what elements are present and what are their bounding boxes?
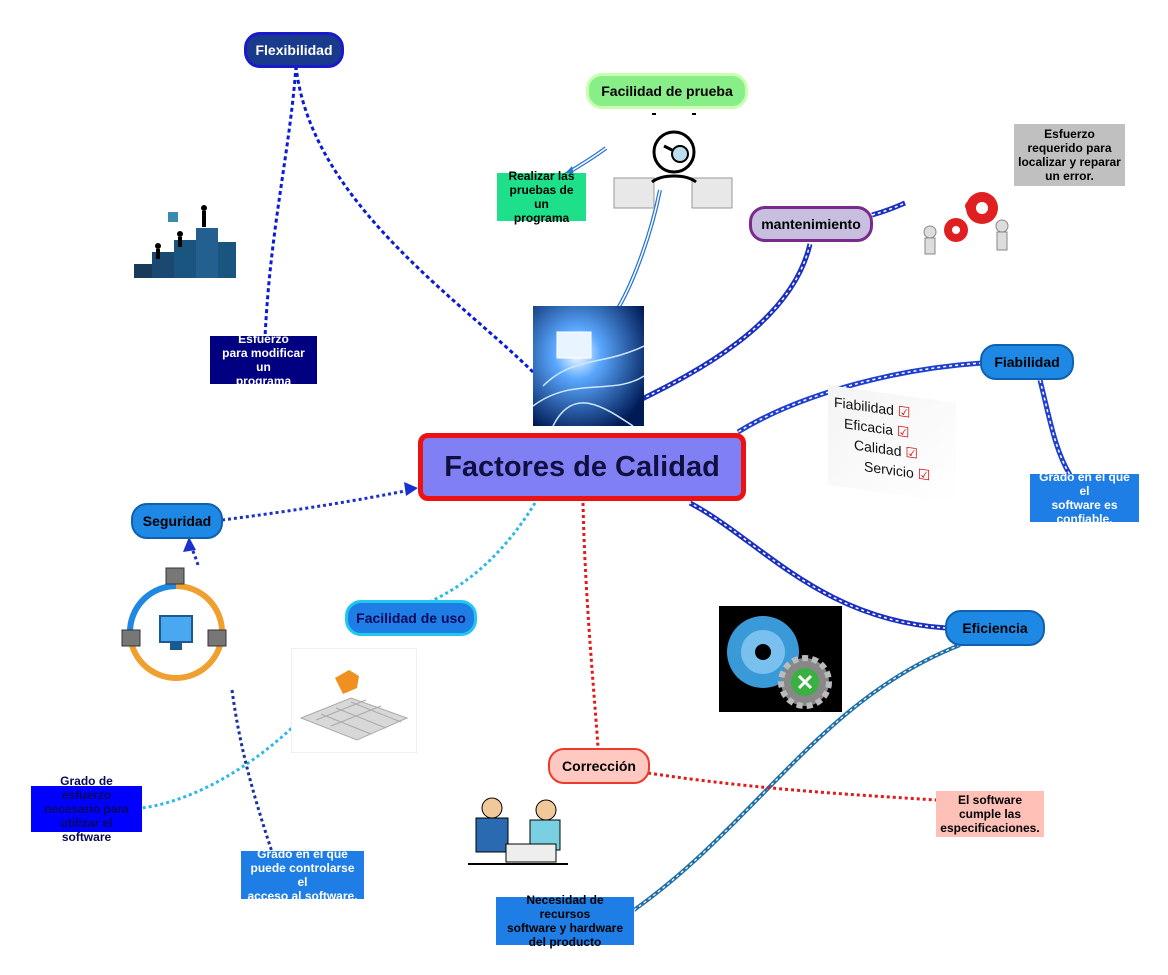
computer-lightrays-icon xyxy=(533,306,644,426)
checkmark-icon: ☑ xyxy=(897,402,911,421)
checklist-panel: Fiabilidad ☑ Eficacia ☑ Calidad ☑ Servic… xyxy=(828,385,956,503)
checkmark-icon: ☑ xyxy=(917,465,931,484)
node-fiabilidad[interactable]: Fiabilidad xyxy=(980,344,1074,380)
node-facilidad-uso[interactable]: Facilidad de uso xyxy=(345,600,477,636)
disc-gear-icon xyxy=(719,606,842,712)
node-seguridad[interactable]: Seguridad xyxy=(131,503,223,539)
node-flexibilidad[interactable]: Flexibilidad xyxy=(244,32,344,68)
checkmark-icon: ☑ xyxy=(896,422,910,441)
teamwork-stairs-icon xyxy=(134,205,236,278)
node-mantenimiento[interactable]: mantenimiento xyxy=(749,206,873,242)
people-reviewing-icon xyxy=(468,797,568,865)
note-seguridad: Grado en el que puede controlarse el acc… xyxy=(241,847,364,903)
note-fiabilidad: Grado en el que el software es confiable… xyxy=(1030,470,1139,526)
central-topic[interactable]: Factores de Calidad xyxy=(418,433,746,501)
node-correccion[interactable]: Corrección xyxy=(548,748,650,784)
note-correccion: El software cumple las especificaciones. xyxy=(936,791,1044,837)
checkmark-icon: ☑ xyxy=(905,443,918,462)
secure-network-icon xyxy=(121,567,227,681)
gears-workers-icon xyxy=(923,192,1009,255)
puzzle-pieces-icon xyxy=(291,648,417,753)
node-eficiencia[interactable]: Eficiencia xyxy=(945,610,1045,646)
note-facilidad-prueba: Realizar las pruebas de un programa xyxy=(497,169,586,225)
note-mantenimiento: Esfuerzo requerido para localizar y repa… xyxy=(1014,124,1125,186)
note-facilidad-uso: Grado de esfuerzo necesario para utiliza… xyxy=(31,774,142,844)
note-eficiencia: Necesidad de recursos software y hardwar… xyxy=(496,893,634,949)
node-facilidad-prueba[interactable]: Facilidad de prueba xyxy=(586,73,748,109)
tester-magnifier-icon xyxy=(613,113,733,209)
note-flexibilidad: Esfuerzo para modificar un programa xyxy=(210,332,317,388)
